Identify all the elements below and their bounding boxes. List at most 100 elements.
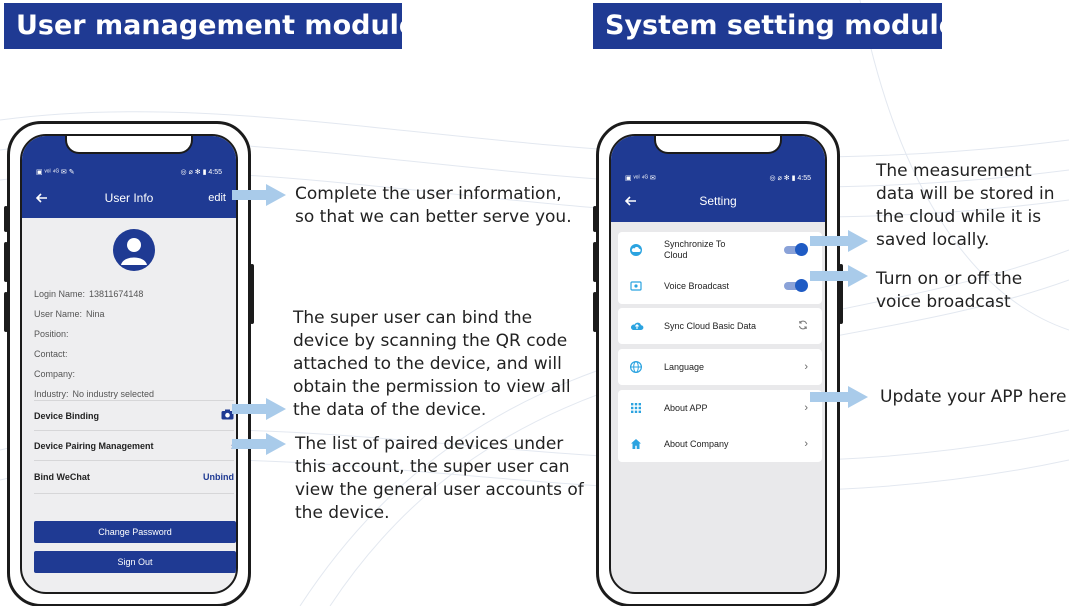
field-login-name: Login Name:13811674148 xyxy=(34,284,234,304)
refresh-icon[interactable] xyxy=(798,320,808,333)
voice-broadcast-label: Voice Broadcast xyxy=(664,280,730,291)
arrow-right-icon xyxy=(232,184,286,206)
sync-basic-label: Sync Cloud Basic Data xyxy=(664,320,757,331)
note-update-app: Update your APP here xyxy=(880,386,1066,409)
language-row[interactable]: Language › xyxy=(618,349,822,385)
language-label: Language xyxy=(664,361,705,372)
note-line: so that we can better serve you. xyxy=(295,207,572,227)
field-value: Nina xyxy=(86,309,105,319)
note-line: obtain the permission to view all xyxy=(293,377,571,397)
field-value: 13811674148 xyxy=(89,289,144,299)
arrow-right-icon xyxy=(232,398,286,420)
bind-wechat-label: Bind WeChat xyxy=(34,472,90,482)
about-company-label: About Company xyxy=(664,438,729,449)
field-label: Company: xyxy=(34,369,76,379)
edit-button[interactable]: edit xyxy=(208,192,226,204)
about-company-row[interactable]: About Company › xyxy=(618,426,822,462)
phone-side-button xyxy=(593,242,597,282)
phone-side-button xyxy=(593,292,597,332)
settings-card-sync: Synchronize To Cloud Voice Broadcast xyxy=(618,232,822,304)
chevron-right-icon: › xyxy=(804,438,808,450)
note-line: The super user can bind the xyxy=(293,308,533,328)
settings-card-language: Language › xyxy=(618,349,822,385)
field-company: Company: xyxy=(34,364,234,384)
field-label: Position: xyxy=(34,329,69,339)
note-line: data will be stored in xyxy=(876,184,1055,204)
field-label: Industry: xyxy=(34,389,69,399)
status-icons-left: ▣ ᵛᵒˡ ⁴ᴳ ✉ xyxy=(625,175,656,182)
field-label: User Name: xyxy=(34,309,83,319)
note-line: Turn on or off the xyxy=(876,269,1023,289)
arrow-right-icon xyxy=(810,386,868,408)
note-line: view the general user accounts of xyxy=(295,480,584,500)
apps-grid-icon xyxy=(630,402,642,414)
change-password-button[interactable]: Change Password xyxy=(34,521,236,543)
status-icons-right: ◎ ⌀ ✻ ▮ 4:55 xyxy=(769,175,811,182)
arrow-right-icon xyxy=(810,265,868,287)
user-avatar-icon[interactable] xyxy=(113,229,155,271)
sync-cloud-row[interactable]: Synchronize To Cloud xyxy=(618,232,822,268)
phone-side-button xyxy=(4,292,8,332)
user-info-phone: ▣ ᵛᵒˡ ⁴ᴳ ✉ ✎ ◎ ⌀ ✻ ▮ 4:55 User Info edit… xyxy=(4,121,254,606)
note-super-user-bind: The super user can bind the device by sc… xyxy=(293,307,571,422)
about-app-label: About APP xyxy=(664,402,708,413)
settings-card-sync-basic: Sync Cloud Basic Data xyxy=(618,308,822,344)
sync-basic-row[interactable]: Sync Cloud Basic Data xyxy=(618,308,822,344)
field-label: Login Name: xyxy=(34,289,86,299)
note-line: attached to the device, and will xyxy=(293,354,562,374)
status-icons-left: ▣ ᵛᵒˡ ⁴ᴳ ✉ ✎ xyxy=(36,169,75,176)
sync-cloud-label: Synchronize To Cloud xyxy=(664,239,726,260)
note-line: Update your APP here xyxy=(880,387,1067,407)
note-line: voice broadcast xyxy=(876,292,1011,312)
note-measurement-cloud: The measurement data will be stored in t… xyxy=(876,160,1055,252)
arrow-right-icon xyxy=(232,433,286,455)
device-binding-row[interactable]: Device Binding xyxy=(34,400,234,430)
bind-wechat-row: Bind WeChat Unbind xyxy=(34,460,234,494)
phone-side-button xyxy=(4,242,8,282)
nav-bar: Setting xyxy=(611,182,825,220)
phone-power-button xyxy=(839,264,843,324)
note-line: The list of paired devices under xyxy=(295,434,564,454)
field-user-name: User Name:Nina xyxy=(34,304,234,324)
device-binding-label: Device Binding xyxy=(34,410,100,421)
settings-phone: ▣ ᵛᵒˡ ⁴ᴳ ✉ ◎ ⌀ ✻ ▮ 4:55 Setting Synchron… xyxy=(593,121,843,606)
broadcast-icon xyxy=(630,280,642,292)
device-pairing-row[interactable]: Device Pairing Management › xyxy=(34,430,234,460)
field-position: Position: xyxy=(34,324,234,344)
voice-broadcast-toggle[interactable] xyxy=(784,279,808,292)
phone-side-button xyxy=(593,206,597,232)
globe-icon xyxy=(629,360,643,374)
voice-broadcast-row[interactable]: Voice Broadcast xyxy=(618,268,822,304)
sign-out-button[interactable]: Sign Out xyxy=(34,551,236,573)
about-app-row[interactable]: About APP › xyxy=(618,390,822,426)
camera-icon[interactable] xyxy=(221,409,234,422)
chevron-right-icon: › xyxy=(804,361,808,373)
back-arrow-icon[interactable] xyxy=(35,190,48,206)
cloud-icon xyxy=(630,244,642,256)
user-fields: Login Name:13811674148 User Name:Nina Po… xyxy=(34,284,234,404)
note-line: The measurement xyxy=(876,161,1032,181)
note-complete-info: Complete the user information, so that w… xyxy=(295,183,572,229)
phone-power-button xyxy=(250,264,254,324)
field-label: Contact: xyxy=(34,349,68,359)
home-icon xyxy=(630,438,642,450)
note-line: saved locally. xyxy=(876,230,990,250)
sync-cloud-toggle[interactable] xyxy=(784,243,808,256)
status-bar: ▣ ᵛᵒˡ ⁴ᴳ ✉ ✎ ◎ ⌀ ✻ ▮ 4:55 xyxy=(22,136,236,176)
settings-card-about: About APP › About Company › xyxy=(618,390,822,462)
page-title: Setting xyxy=(699,194,737,208)
user-info-screen: ▣ ᵛᵒˡ ⁴ᴳ ✉ ✎ ◎ ⌀ ✻ ▮ 4:55 User Info edit… xyxy=(20,134,238,594)
system-module-title: System setting module xyxy=(593,3,957,49)
phone-side-button xyxy=(4,206,8,232)
device-pairing-label: Device Pairing Management xyxy=(34,440,154,451)
note-line: this account, the super user can xyxy=(295,457,570,477)
field-value: No industry selected xyxy=(72,389,155,399)
unbind-button[interactable]: Unbind xyxy=(203,472,234,482)
phone-notch xyxy=(654,136,782,154)
note-line: device by scanning the QR code xyxy=(293,331,568,351)
arrow-right-icon xyxy=(810,230,868,252)
phone-notch xyxy=(65,136,193,154)
note-line: the device. xyxy=(295,503,390,523)
chevron-right-icon: › xyxy=(804,402,808,414)
back-arrow-icon[interactable] xyxy=(624,193,637,209)
